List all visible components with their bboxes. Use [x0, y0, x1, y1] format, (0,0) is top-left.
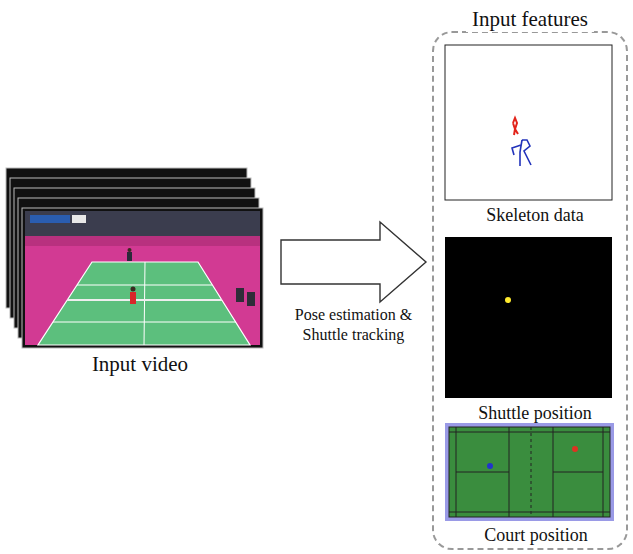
court: [38, 262, 250, 345]
net-line: [531, 427, 532, 517]
shuttle-node: Shuttle position: [447, 239, 623, 424]
skeleton-far: [513, 118, 518, 135]
player: [130, 292, 136, 304]
court-line: [553, 472, 603, 473]
front-frame: [22, 208, 263, 348]
panel-frame: [445, 423, 614, 521]
stands: [25, 211, 260, 251]
scoreboard: [30, 215, 70, 223]
player-dot: [572, 446, 578, 452]
court-area: [449, 427, 610, 517]
photographer: [247, 292, 255, 306]
court-line: [449, 512, 610, 513]
skeleton-near: [512, 140, 531, 166]
flag: [72, 215, 86, 223]
feature-group: Input featuresSkeleton dataShuttle posit…: [432, 31, 628, 550]
player-head: [128, 248, 132, 252]
court-line: [456, 472, 509, 473]
court-line: [77, 285, 212, 286]
node-label: Shuttle position: [447, 402, 623, 424]
photographer: [236, 288, 244, 302]
block-arrow: [281, 222, 426, 302]
court-panel: [445, 423, 614, 521]
player: [127, 252, 132, 261]
node-label: Court position: [447, 525, 625, 545]
node-label: Input video: [5, 351, 275, 377]
video-node: Input video: [5, 165, 275, 377]
skeleton-panel: [445, 45, 612, 200]
edge-label: Pose estimation & Shuttle tracking: [277, 305, 430, 345]
panel-frame: [445, 237, 612, 398]
net: [67, 299, 222, 301]
court-line: [449, 432, 610, 433]
player-dot: [487, 463, 493, 469]
shuttle-panel: [445, 237, 612, 398]
shuttle-dot: [505, 297, 511, 303]
panel-frame: [445, 45, 612, 200]
court-node: Court position: [447, 425, 625, 545]
court-line: [144, 262, 145, 345]
video-frames: [6, 168, 263, 348]
court-line: [53, 322, 236, 323]
skeleton-node: Skeleton data: [447, 47, 623, 226]
node-label: Skeleton data: [447, 204, 623, 226]
player-head: [131, 287, 136, 292]
floor: [25, 246, 260, 345]
ad-boards: [25, 236, 260, 246]
group-heading: Input features: [466, 6, 594, 32]
